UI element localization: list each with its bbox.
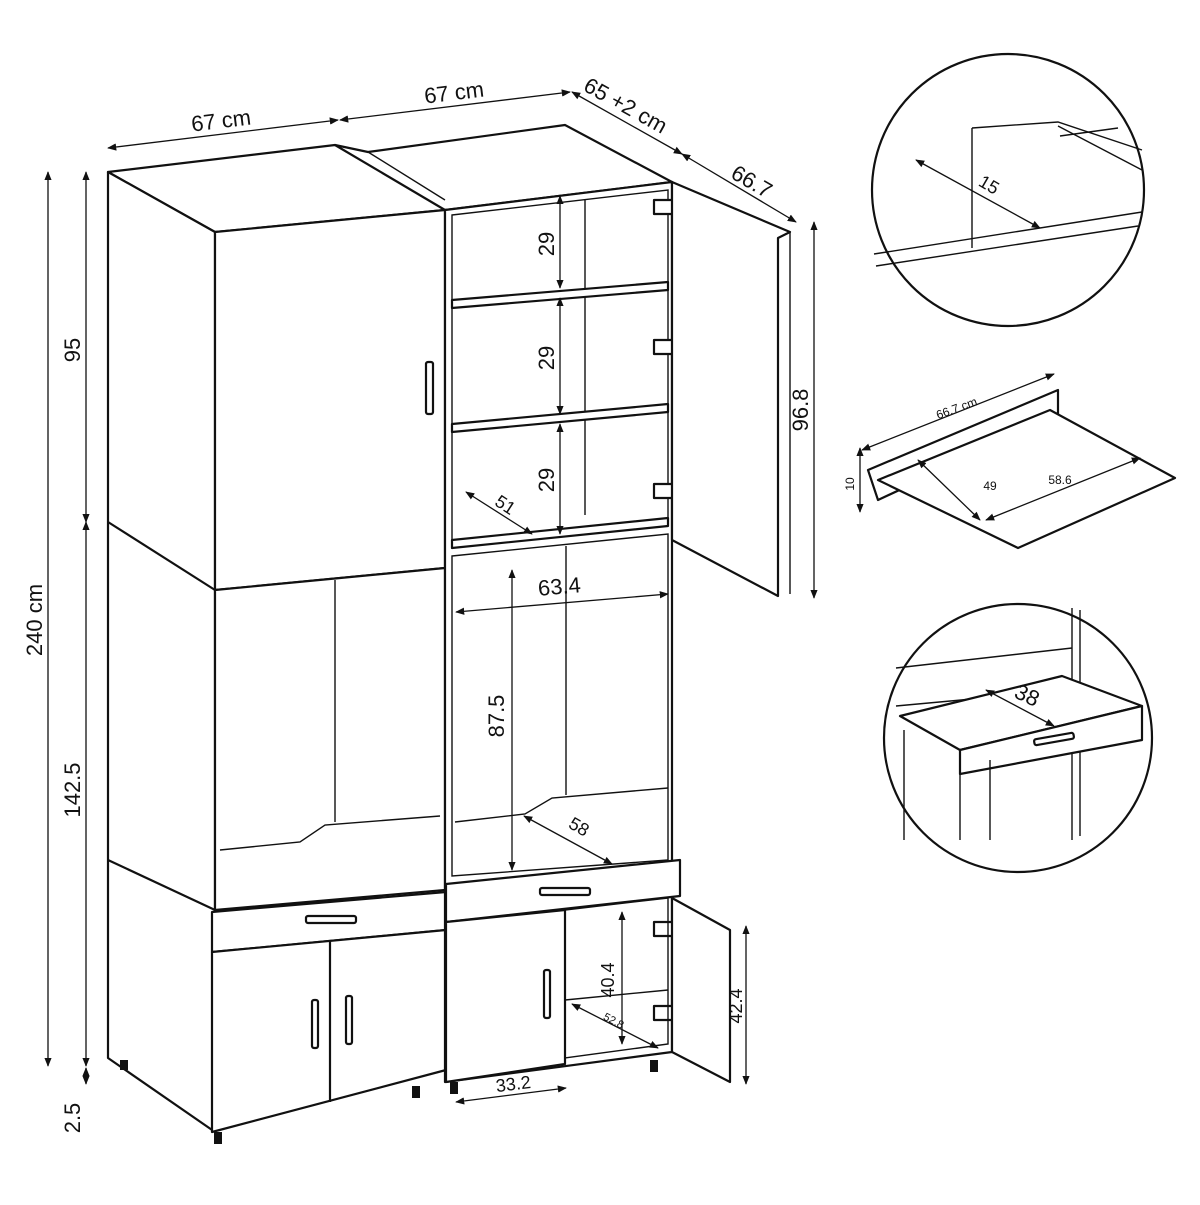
detail-shelf-span-label: 58.6 xyxy=(1048,473,1072,487)
detail-shelf-width-label: 66.7 cm xyxy=(934,394,979,422)
open-height-label: 87.5 xyxy=(484,695,509,738)
detail-drawer: 38 xyxy=(882,602,1154,874)
lower-width-label: 33.2 xyxy=(495,1072,532,1096)
upper-height-label: 95 xyxy=(60,338,85,362)
right-drawer-handle xyxy=(538,886,592,897)
detail-rail: 15 xyxy=(870,52,1146,328)
detail-shelf: 66.7 cm 10 49 58.6 xyxy=(843,373,1177,550)
lower-inner-height-label: 40.4 xyxy=(598,962,618,997)
dimension-lines xyxy=(44,89,818,1105)
wardrobe xyxy=(106,123,792,1144)
detail-shelf-height-label: 10 xyxy=(843,477,857,491)
leg-height-label: 2.5 xyxy=(60,1103,85,1134)
upper-left-handle xyxy=(424,360,435,416)
depth-total-label: 65 +2 cm xyxy=(580,72,672,138)
shelf-gap-1-label: 29 xyxy=(534,232,559,256)
middle-height-label: 142.5 xyxy=(60,762,85,817)
shelf-gap-3-label: 29 xyxy=(534,468,559,492)
open-width-label: 63.4 xyxy=(537,572,582,601)
left-drawer-handle xyxy=(304,914,358,925)
detail-shelf-depth-label: 49 xyxy=(983,479,997,493)
door-height-label: 96.8 xyxy=(788,389,813,432)
shelf-gap-2-label: 29 xyxy=(534,346,559,370)
lower-door-height-label: 42.4 xyxy=(726,988,746,1023)
door-depth-label: 66.7 xyxy=(727,160,777,203)
total-height-label: 240 cm xyxy=(22,584,47,656)
